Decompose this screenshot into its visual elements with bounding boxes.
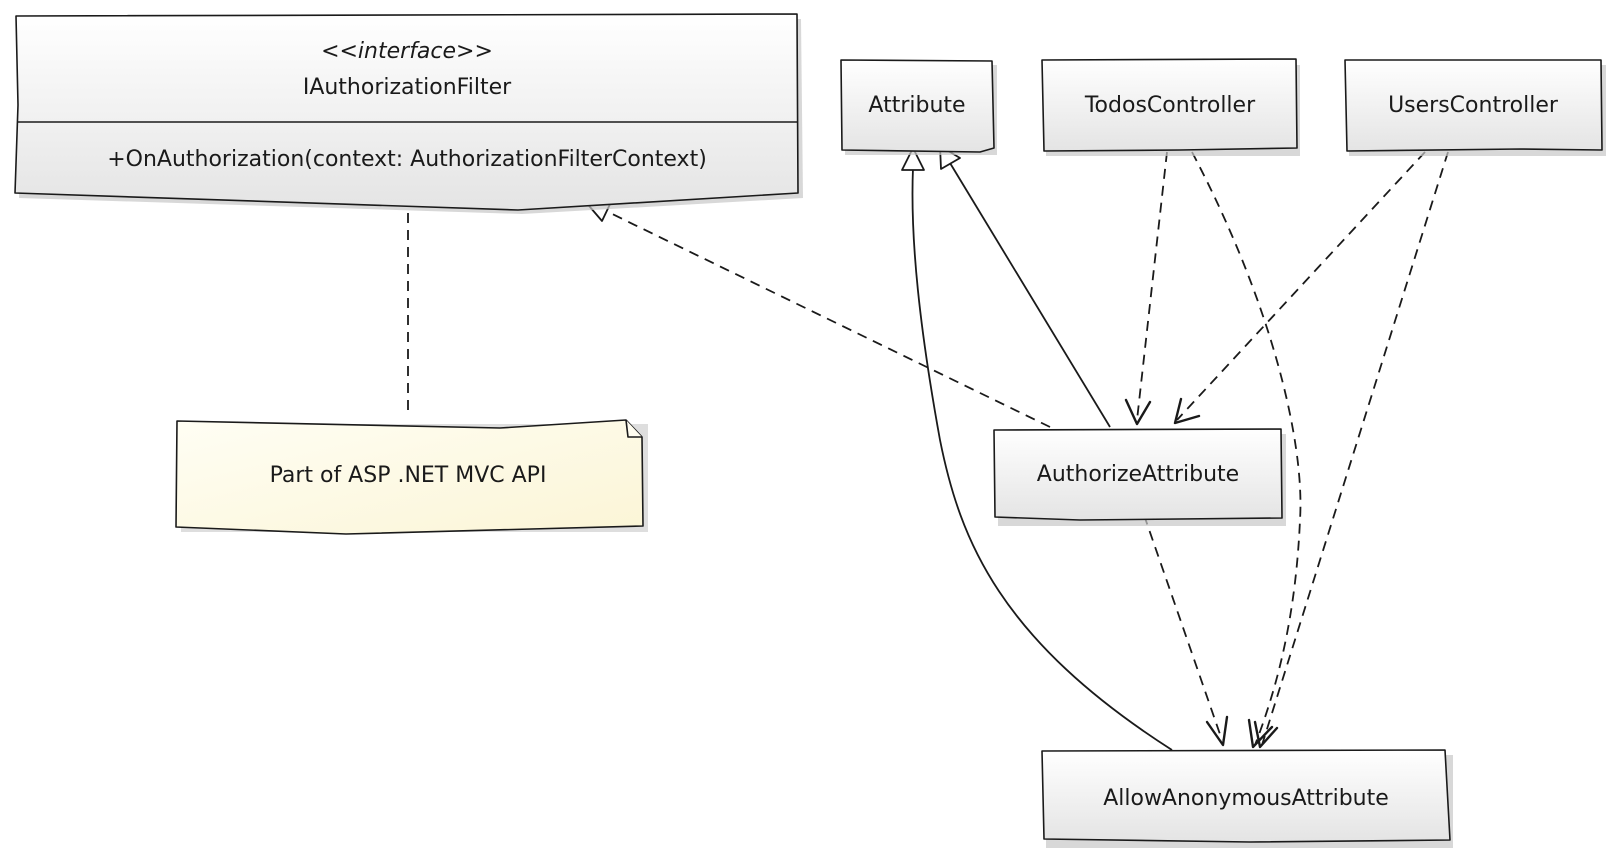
authorizeattribute-box [993,428,1283,521]
interface-iauthorizationfilter[interactable]: <<interface>> IAuthorizationFilter +OnAu… [14,13,803,214]
interface-method: +OnAuthorization(context: AuthorizationF… [107,147,707,172]
interface-box [14,13,799,211]
allowanonymousattribute-box [1041,749,1451,843]
todoscontroller-box [1041,58,1298,152]
generalization-line-allowanonymous-to-attribute [911,167,1173,751]
userscontroller-label: UsersController [1388,93,1559,118]
userscontroller-box [1344,59,1603,152]
note-aspnet[interactable]: Part of ASP .NET MVC API [175,419,648,535]
dependency-arrowhead-authorize-allowanonymous [1205,715,1229,747]
generalization-line-authorize-to-attribute [949,162,1111,428]
note-text: Part of ASP .NET MVC API [270,463,547,488]
allowanonymousattribute-label: AllowAnonymousAttribute [1103,786,1389,811]
note-corner-fold [625,419,642,438]
attribute-label: Attribute [868,93,965,118]
class-allowanonymousattribute[interactable]: AllowAnonymousAttribute [1041,749,1453,848]
dependency-users-to-authorize [1176,151,1426,421]
authorizeattribute-label: AuthorizeAttribute [1037,462,1239,487]
class-todoscontroller[interactable]: TodosController [1041,58,1300,156]
class-userscontroller[interactable]: UsersController [1344,59,1606,156]
attribute-box [840,59,995,153]
dependency-arrowhead-users-authorize [1173,397,1201,425]
interface-stereotype: <<interface>> [321,39,493,64]
generalization-arrowhead-allowanonymous [901,147,925,171]
dependency-arrowhead-todos-allowanonymous [1247,718,1274,749]
dependency-todos-to-authorize [1136,151,1168,421]
dependency-arrowhead-todos-authorize [1124,398,1152,426]
class-attribute[interactable]: Attribute [840,59,997,155]
dependency-arrowhead-users-allowanonymous [1253,720,1279,749]
note-box [175,419,644,535]
class-authorizeattribute[interactable]: AuthorizeAttribute [993,428,1286,526]
dependency-authorize-to-allowanonymous [1143,514,1223,741]
dependency-todos-to-allowanonymous [1191,151,1302,746]
interface-name: IAuthorizationFilter [303,75,512,100]
dependency-users-to-allowanonymous [1261,151,1449,746]
realization-line-authorize-to-interface [603,209,1051,428]
todoscontroller-label: TodosController [1084,93,1256,118]
